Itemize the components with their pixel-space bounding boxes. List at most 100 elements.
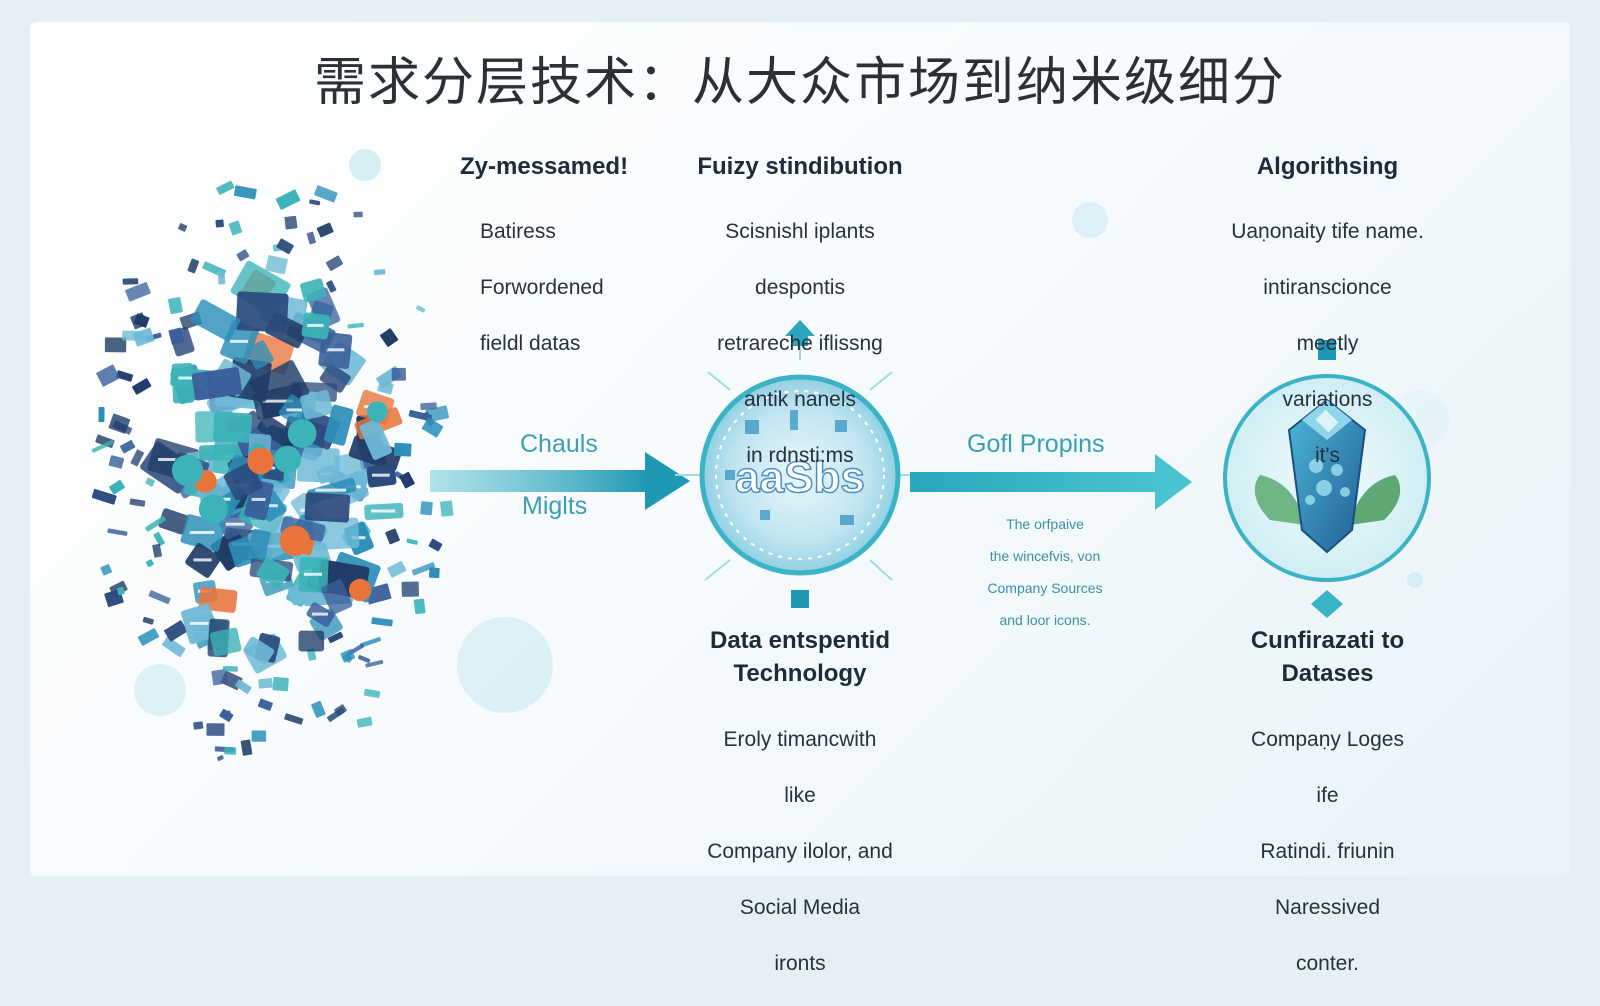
data-fragment-icon [393,442,412,457]
data-fragment-icon [116,370,134,382]
data-fragment-icon [391,367,406,381]
arrow2-label-top: Gofl Propins [967,430,1105,458]
data-fragment-icon [190,299,241,342]
data-fragment-icon [257,698,273,711]
data-fragment-icon [228,220,243,236]
data-fragment-icon [284,215,298,230]
data-fragment-detail [193,558,212,562]
data-fragment-icon [216,180,235,195]
data-fragment-icon [284,713,304,725]
data-fragment-detail [189,621,209,625]
stage1-body: Batiress Forwordened fieldl datas [480,190,700,386]
data-fragment-icon [236,249,250,262]
data-fragment-icon [399,471,415,489]
stage2-top-line: in rdnsti:ms [746,444,854,467]
stage2-top-body: Scisnishl iplants despontis retrareche i… [650,190,950,498]
data-fragment-icon [314,185,338,203]
data-fragment-icon [91,439,114,453]
data-fragment-detail [158,458,187,461]
data-fragment-detail [307,323,324,327]
stage3-top-body: Uaṇonaity tife name. intiranscionce meet… [1180,190,1475,498]
stage3-bottom-body: Compaṇy Loges ife Ratindi. friunin Nares… [1180,698,1475,1006]
stage3-bottom-line: ife [1316,784,1339,807]
data-fragment-icon [132,378,152,395]
data-fragment-icon [306,231,316,245]
data-fragment-icon [129,498,146,507]
stage2-bottom-body: Eroly timancwith like Company ilolor, an… [650,698,950,1006]
arrow2-note-line: and loor icons. [999,612,1091,628]
data-fragment-icon [228,536,256,568]
globe-icon: aaSbs [675,320,925,608]
data-fragment-icon [240,739,253,756]
data-badge-icon [171,454,204,486]
data-fragment-icon [137,628,160,646]
data-fragment-icon [91,488,117,505]
data-fragment-icon [385,528,400,545]
data-fragment-detail [303,572,322,576]
stage3-top-heading: Algorithsing [1256,153,1399,180]
data-fragment-icon [440,500,454,517]
data-fragment-icon [235,291,289,333]
arrow-2-icon [910,454,1192,510]
data-fragment-icon [356,716,373,728]
data-fragment-icon [359,418,393,460]
data-fragment-icon [142,616,154,625]
data-fragment-icon [212,411,253,443]
stage2-bottom-line: Company ilolor, and [707,840,893,863]
data-fragment-icon [215,219,224,228]
bubble [1407,572,1423,588]
data-fragment-detail [325,348,345,352]
data-badge-icon [279,525,311,556]
globe-text: aaSbs [735,453,865,502]
data-fragment-icon [299,389,334,420]
stage2-bottom-line: like [784,784,816,807]
data-fragment-icon [96,364,120,387]
stage3-bottom-line: Ratindi. friunin [1260,840,1395,863]
stage3-top-line: Uaṇonaity tife name. [1231,220,1424,243]
arrow1-label-bottom: Miglts [522,492,588,520]
data-fragment-icon [296,447,340,483]
stage2-bottom-line: Eroly timancwith [723,728,877,751]
data-badge-icon [348,578,372,602]
data-fragment-icon [256,557,290,589]
stage2-top-line: despontis [755,276,845,299]
data-fragment-icon [164,620,188,642]
data-fragment-icon [122,278,139,285]
stage3-bottom-heading-line: Datases [1281,660,1374,687]
data-fragment-icon [258,678,273,689]
diagram-graphics: aaSbs [91,149,1431,762]
data-fragment-icon [311,700,326,718]
data-fragment-icon [326,280,337,293]
data-fragment-icon [324,404,354,446]
data-fragment-icon [319,363,351,393]
data-fragment-icon [246,340,274,370]
stage3-top-line: it's [1314,444,1340,467]
data-fragment-icon [276,238,294,255]
data-fragment-icon [300,278,326,303]
data-fragment-icon [325,255,344,271]
data-fragment-icon [153,531,165,547]
data-fragment-icon [298,630,325,652]
arrow1-label-top: Chauls [520,430,598,458]
data-fragment-icon [193,721,204,730]
data-fragment-icon [222,665,238,672]
stage3-top-line: meetly [1296,332,1359,355]
data-fragment-icon [256,414,299,450]
data-fragment-icon [365,659,384,668]
data-fragment-icon [104,337,127,353]
arrow2-note-line: the wincefvis, von [989,548,1101,564]
bubble [1072,202,1108,238]
data-fragment-icon [411,562,436,576]
data-fragment-icon [233,185,257,200]
data-fragment-icon [108,413,131,434]
data-fragment-icon [235,679,252,694]
gem-icon [1223,340,1431,618]
data-fragment-icon [360,637,382,648]
data-fragment-icon [107,528,128,536]
data-fragment-icon [216,755,224,762]
data-fragment-icon [145,515,166,532]
stage1-heading: Zy-messamed! [460,153,629,180]
stage2-bottom-heading: Data entspentid Technology [650,624,950,690]
data-fragment-icon [265,255,288,275]
stage1-line: Batiress [480,220,556,243]
